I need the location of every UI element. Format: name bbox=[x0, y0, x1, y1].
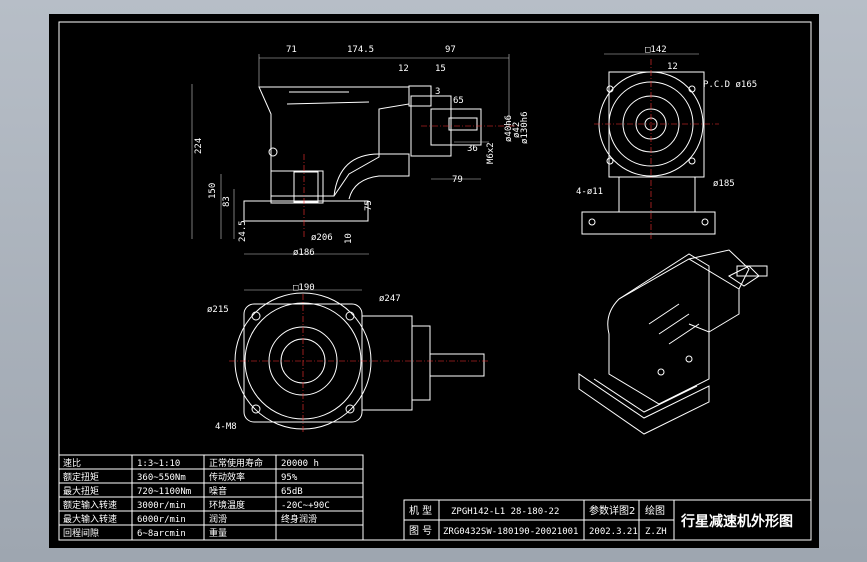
cad-drawing-canvas[interactable]: 71 174.5 97 12 15 3 65 36 M6x2 ø40h6 ø42… bbox=[49, 14, 819, 548]
spec-cell: 正常使用寿命 bbox=[209, 457, 263, 469]
spec-cell: 最大输入转速 bbox=[63, 513, 117, 525]
dim-97: 97 bbox=[445, 45, 456, 55]
dim-65: 65 bbox=[453, 96, 464, 106]
tb-date: 2002.3.21 bbox=[589, 527, 638, 537]
dim-71: 71 bbox=[286, 45, 297, 55]
dim-10: 10 bbox=[344, 233, 354, 244]
spec-cells: 速比 1:3~1:10 正常使用寿命 20000 h 额定扭矩 360~550Nm 传动效率… bbox=[63, 457, 330, 539]
spec-cell: -20C~+90C bbox=[281, 501, 330, 511]
spec-cell: 720~1100Nm bbox=[137, 487, 191, 497]
spec-table bbox=[58, 454, 364, 541]
dim-side-12: 12 bbox=[667, 62, 678, 72]
dim-m6x2: M6x2 bbox=[486, 142, 496, 164]
dim-sq190: □190 bbox=[293, 283, 315, 293]
tb-author: Z.ZH bbox=[645, 527, 667, 537]
spec-cell: 6000r/min bbox=[137, 515, 186, 525]
dim-75: 75 bbox=[364, 200, 374, 211]
side-view bbox=[581, 53, 719, 239]
spec-cell: 1:3~1:10 bbox=[137, 459, 180, 469]
spec-cell: 额定扭矩 bbox=[63, 471, 99, 483]
front-view bbox=[191, 54, 519, 255]
bottom-view bbox=[229, 289, 489, 434]
spec-cell: 传动效率 bbox=[209, 471, 245, 483]
dim-12: 12 bbox=[398, 64, 409, 74]
tb-model: ZPGH142-L1 28-180-22 bbox=[451, 507, 559, 517]
dim-79: 79 bbox=[452, 175, 463, 185]
dim-150: 150 bbox=[208, 183, 218, 199]
drawing-svg: 71 174.5 97 12 15 3 65 36 M6x2 ø40h6 ø42… bbox=[58, 21, 812, 541]
dim-3: 3 bbox=[435, 87, 440, 97]
dim-40h6: ø40h6 bbox=[504, 115, 514, 142]
dim-185: ø185 bbox=[713, 179, 735, 189]
dim-83: 83 bbox=[222, 196, 232, 207]
dim-pcd165: P.C.D ø165 bbox=[703, 80, 757, 90]
dim-186: ø186 bbox=[293, 248, 315, 258]
tb-label-model: 机 型 bbox=[409, 504, 432, 517]
dim-15: 15 bbox=[435, 64, 446, 74]
spec-cell: 65dB bbox=[281, 487, 303, 497]
spec-cell: 3000r/min bbox=[137, 501, 186, 511]
dim-247: ø247 bbox=[379, 294, 401, 304]
tb-label-drawing-no: 图 号 bbox=[409, 525, 432, 537]
spec-cell: 回程间隙 bbox=[63, 527, 99, 539]
dim-4-m8: 4-M8 bbox=[215, 422, 237, 432]
dim-215: ø215 bbox=[207, 305, 229, 315]
spec-cell: 6~8arcmin bbox=[137, 529, 186, 539]
dim-36: 36 bbox=[467, 144, 478, 154]
spec-cell: 360~550Nm bbox=[137, 473, 186, 483]
dim-130h6: ø130h6 bbox=[520, 111, 530, 144]
spec-cell: 重量 bbox=[209, 527, 227, 539]
isometric-view bbox=[578, 249, 768, 435]
dim-206: ø206 bbox=[311, 233, 333, 243]
dim-224: 224 bbox=[194, 138, 204, 154]
spec-cell: 最大扭矩 bbox=[63, 485, 99, 497]
dim-174-5: 174.5 bbox=[347, 45, 374, 55]
spec-cell: 环境温度 bbox=[209, 499, 245, 511]
spec-cell: 95% bbox=[281, 473, 298, 483]
tb-param-detail: 参数详图2 bbox=[589, 504, 635, 517]
drawing-title: 行星减速机外形图 bbox=[680, 513, 793, 530]
spec-cell: 额定输入转速 bbox=[63, 499, 117, 511]
dim-24-5: 24.5 bbox=[238, 220, 248, 242]
tb-label-drawn: 绘图 bbox=[645, 504, 665, 517]
title-block bbox=[403, 499, 812, 541]
dim-sq142: □142 bbox=[645, 45, 667, 55]
tb-drawing-no: ZRG0432SW-180190-20021001 bbox=[443, 527, 578, 537]
spec-cell: 润滑 bbox=[209, 513, 227, 525]
spec-cell: 终身润滑 bbox=[281, 513, 317, 525]
spec-cell: 速比 bbox=[63, 457, 81, 469]
dim-4-holes: 4-ø11 bbox=[576, 187, 603, 197]
spec-cell: 20000 h bbox=[281, 459, 319, 469]
spec-cell: 噪音 bbox=[209, 485, 227, 497]
dim-42: ø42 bbox=[512, 122, 522, 138]
